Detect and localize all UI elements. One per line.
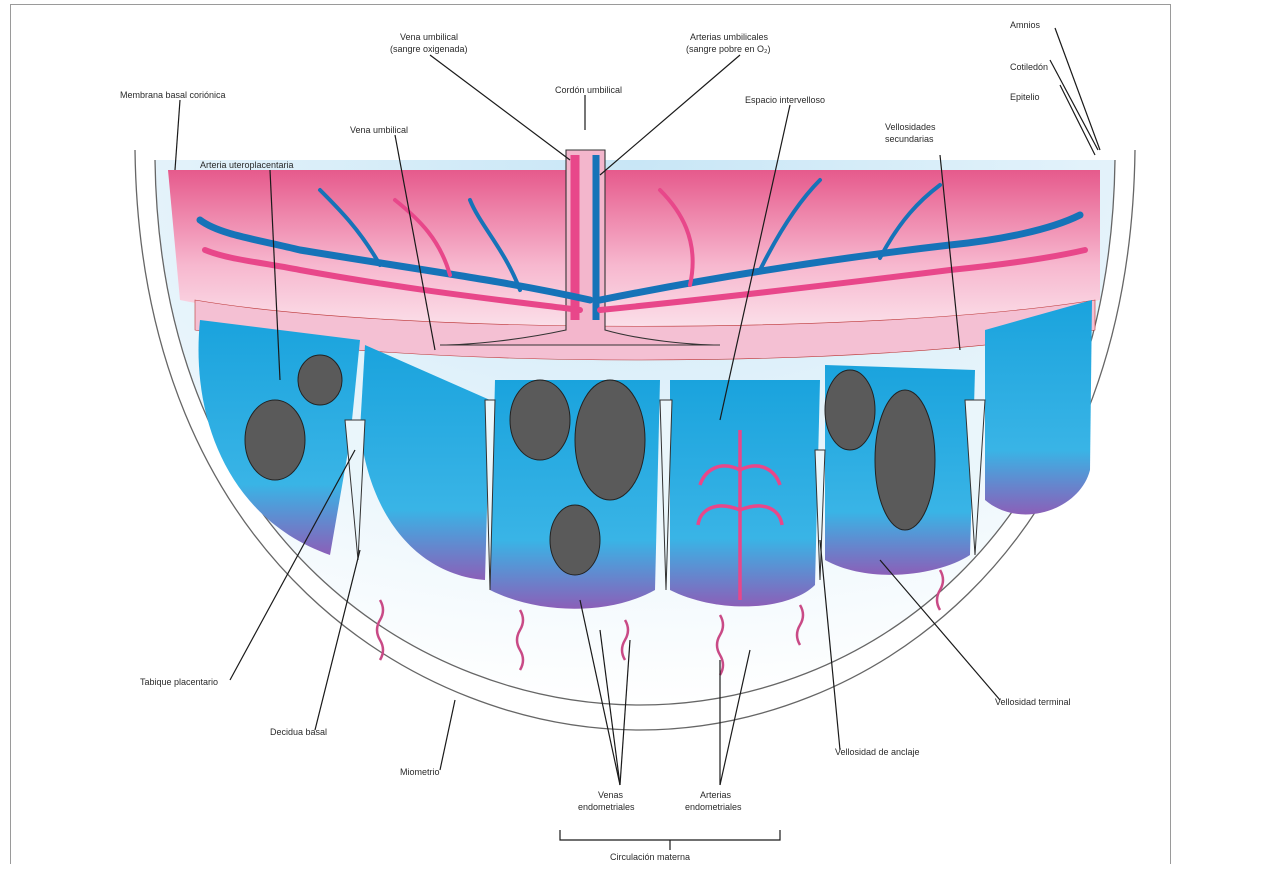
label-cotiledon: Cotiledón xyxy=(1010,62,1048,72)
label-arterias: Arterias xyxy=(700,790,732,800)
label-amnios: Amnios xyxy=(1010,20,1041,30)
villus-cluster-2 xyxy=(298,355,342,405)
label-vena-umbilical-left: Vena umbilical xyxy=(350,125,408,135)
lead-cotiledon xyxy=(1050,60,1098,150)
label-vellosidades: Vellosidades xyxy=(885,122,936,132)
label-venas: Venas xyxy=(598,790,624,800)
bracket-circ-materna xyxy=(560,830,780,850)
label-vellosidad-terminal: Vellosidad terminal xyxy=(995,697,1071,707)
lead-arterias-umb-top xyxy=(600,55,740,175)
lead-miometrio xyxy=(440,700,455,770)
label-vena-umbilical-note: (sangre oxigenada) xyxy=(390,44,468,54)
villus-cluster-5 xyxy=(550,505,600,575)
label-venas-endometriales: endometriales xyxy=(578,802,635,812)
label-arterias-endometriales: endometriales xyxy=(685,802,742,812)
label-arterias-umbilicales: Arterias umbilicales xyxy=(690,32,769,42)
label-vellosidades-sec: secundarias xyxy=(885,134,934,144)
villus-cluster-1 xyxy=(245,400,305,480)
label-arteria-uteroplacentaria: Arteria uteroplacentaria xyxy=(200,160,294,170)
cotyledon-6 xyxy=(985,300,1092,514)
label-cordon-umbilical: Cordón umbilical xyxy=(555,85,622,95)
lead-epitelio xyxy=(1060,85,1095,155)
cotyledon-4 xyxy=(670,380,820,606)
label-epitelio: Epitelio xyxy=(1010,92,1040,102)
lead-vena-umb-top xyxy=(430,55,570,160)
label-arterias-umbilicales-note: (sangre pobre en O₂) xyxy=(686,44,771,54)
villus-cluster-6 xyxy=(825,370,875,450)
villus-cluster-3 xyxy=(510,380,570,460)
label-espacio-intervelloso: Espacio intervelloso xyxy=(745,95,825,105)
label-miometrio: Miometrio xyxy=(400,767,440,777)
label-tabique-placentario: Tabique placentario xyxy=(140,677,218,687)
label-vellosidad-anclaje: Vellosidad de anclaje xyxy=(835,747,920,757)
label-decidua-basal: Decidua basal xyxy=(270,727,327,737)
label-membrana-basal: Membrana basal coriónica xyxy=(120,90,226,100)
label-circulacion-materna: Circulación materna xyxy=(610,852,690,862)
villus-cluster-7 xyxy=(875,390,935,530)
villus-cluster-4 xyxy=(575,380,645,500)
lead-membrana xyxy=(175,100,180,170)
label-vena-umbilical-top: Vena umbilical xyxy=(400,32,458,42)
